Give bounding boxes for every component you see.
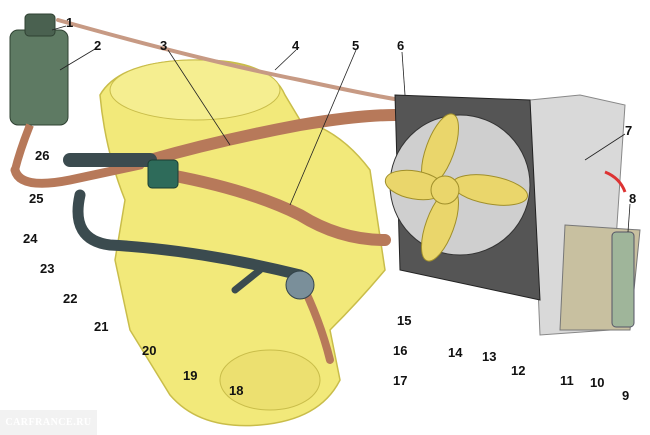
callout-18: 18 bbox=[229, 383, 244, 398]
watermark: CARFRANCE.RU bbox=[0, 410, 97, 435]
callout-5: 5 bbox=[352, 38, 360, 53]
callout-19: 19 bbox=[183, 368, 198, 383]
callout-16: 16 bbox=[393, 343, 408, 358]
callout-17: 17 bbox=[393, 373, 408, 388]
callout-2: 2 bbox=[94, 38, 102, 53]
callout-8: 8 bbox=[629, 191, 637, 206]
callout-26: 26 bbox=[35, 148, 50, 163]
callout-11: 11 bbox=[560, 373, 574, 388]
callout-24: 24 bbox=[23, 231, 38, 246]
callout-20: 20 bbox=[142, 343, 157, 358]
callout-25: 25 bbox=[29, 191, 44, 206]
fan bbox=[384, 113, 529, 262]
callout-9: 9 bbox=[622, 388, 630, 403]
callout-3: 3 bbox=[160, 38, 168, 53]
callout-22: 22 bbox=[63, 291, 78, 306]
callout-14: 14 bbox=[448, 345, 463, 360]
callout-6: 6 bbox=[397, 38, 405, 53]
radiator bbox=[529, 94, 641, 336]
callout-13: 13 bbox=[482, 349, 497, 364]
callout-21: 21 bbox=[94, 319, 109, 334]
callout-10: 10 bbox=[590, 375, 605, 390]
leader-lines bbox=[51, 25, 631, 233]
rotation-arrow bbox=[604, 170, 627, 193]
expansion-tank bbox=[9, 13, 69, 171]
callout-15: 15 bbox=[397, 313, 412, 328]
thermostat bbox=[147, 159, 179, 189]
callout-7: 7 bbox=[625, 123, 633, 138]
callout-23: 23 bbox=[40, 261, 55, 276]
callout-4: 4 bbox=[292, 38, 300, 53]
water-pump bbox=[285, 270, 315, 300]
callout-1: 1 bbox=[66, 15, 74, 30]
callout-12: 12 bbox=[511, 363, 526, 378]
